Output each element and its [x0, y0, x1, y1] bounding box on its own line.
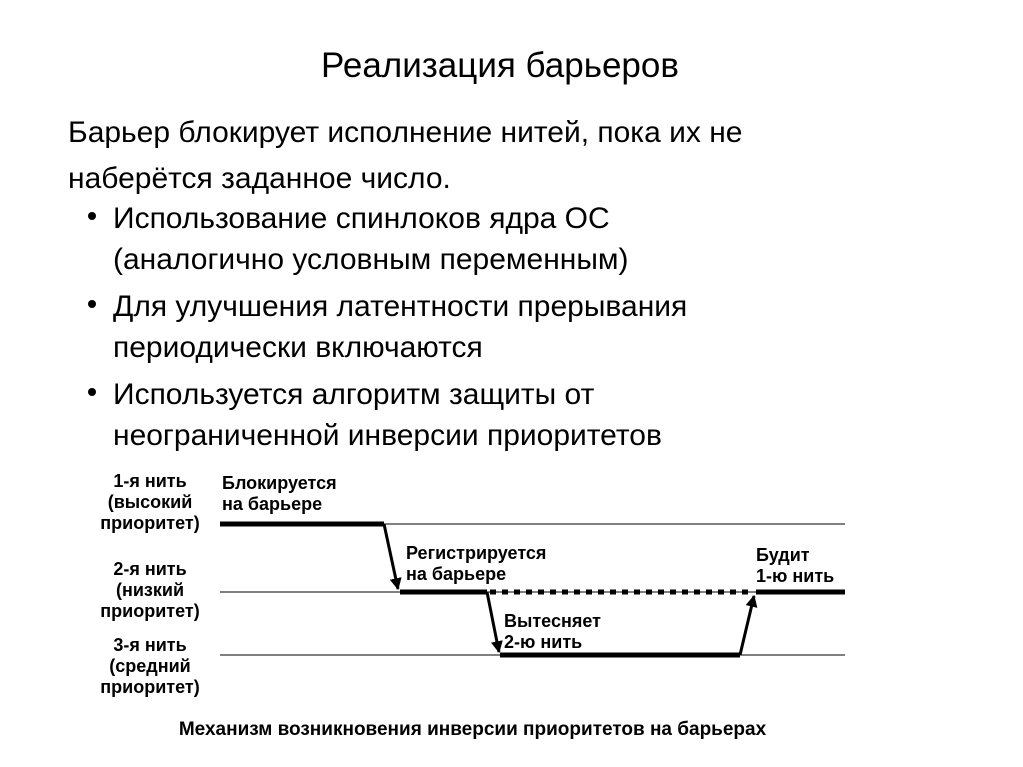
bullet-3-line-2: неограниченной инверсии приоритетов	[113, 419, 662, 452]
thread-2-priority-2: приоритет)	[100, 601, 200, 621]
bullet-1-line-1: Использование спинлоков ядра ОС	[113, 202, 610, 235]
thread-1-name: 1-я нить	[113, 471, 187, 491]
annotation-4-line-1: Будит	[756, 545, 810, 565]
thread-2-priority-1: (низкий	[115, 580, 185, 600]
bullet-2-line-2: периодически включаются	[113, 331, 483, 364]
thread-3-priority-1: (средний	[109, 656, 191, 676]
bullet-3-line-1: Используется алгоритм защиты от	[113, 378, 595, 411]
arrow-thread3-to-thread2	[738, 594, 758, 656]
annotation-preempts-thread-2: Вытесняет 2-ю нить	[504, 611, 601, 653]
bullet-1-line-2: (аналогично условным переменным)	[113, 243, 629, 276]
thread-1-priority-2: приоритет)	[100, 513, 200, 533]
annotation-4-line-2: 1-ю нить	[756, 566, 835, 586]
annotation-3-line-2: 2-ю нить	[504, 632, 583, 652]
intro-paragraph: Барьер блокирует исполнение нитей, пока …	[68, 110, 968, 202]
bullet-dot-icon	[88, 212, 96, 220]
annotation-1-line-1: Блокируется	[222, 473, 337, 493]
bullet-dot-icon	[88, 388, 96, 396]
intro-line-1: Барьер блокирует исполнение нитей, пока …	[68, 116, 743, 149]
annotation-2-line-1: Регистрируется	[406, 543, 547, 563]
thread-label-2: 2-я нить (низкий приоритет)	[75, 559, 225, 622]
thread-label-1: 1-я нить (высокий приоритет)	[75, 471, 225, 534]
diagram-caption: Механизм возникновения инверсии приорите…	[178, 719, 767, 740]
bullet-dot-icon	[88, 300, 96, 308]
thread-label-3: 3-я нить (средний приоритет)	[75, 635, 225, 698]
annotation-blocks-on-barrier: Блокируется на барьере	[222, 473, 337, 515]
annotation-1-line-2: на барьере	[222, 494, 323, 514]
annotation-3-line-1: Вытесняет	[504, 611, 601, 631]
arrow-thread2-to-thread3	[485, 591, 503, 654]
annotation-registers-on-barrier: Регистрируется на барьере	[406, 543, 546, 585]
thread-3-name: 3-я нить	[113, 635, 187, 655]
slide-title: Реализация барьеров	[321, 46, 679, 85]
annotation-wakes-thread-1: Будит 1-ю нить	[756, 545, 834, 587]
arrow-thread1-to-thread2	[382, 523, 402, 591]
thread-2-name: 2-я нить	[113, 559, 187, 579]
annotation-2-line-2: на барьере	[406, 564, 507, 584]
thread-1-priority-1: (высокий	[107, 492, 193, 512]
intro-line-2: наберётся заданное число.	[68, 162, 451, 195]
bullet-2-line-1: Для улучшения латентности прерывания	[113, 290, 688, 323]
thread-3-priority-2: приоритет)	[100, 677, 200, 697]
